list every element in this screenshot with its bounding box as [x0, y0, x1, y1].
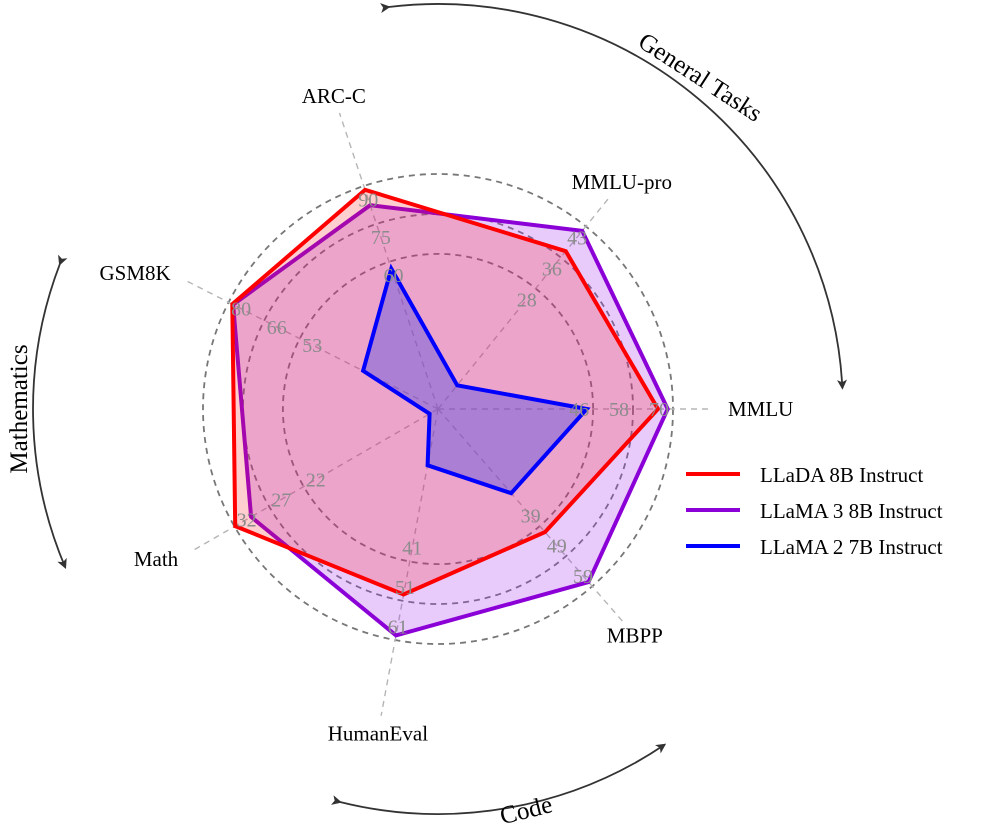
- tick-label: 28: [517, 289, 537, 311]
- mathematics-arc: [32, 254, 68, 570]
- axis-label-humaneval: HumanEval: [328, 722, 428, 746]
- legend-label: LLaMA 2 7B Instruct: [760, 535, 943, 559]
- group-label-code: Code: [497, 791, 555, 830]
- tick-label: 49: [547, 536, 567, 558]
- axis-label-gsm8k: GSM8K: [100, 261, 171, 285]
- axis-spoke-mbpp: [437, 408, 624, 623]
- tick-label: 41: [402, 538, 422, 560]
- tick-label: 61: [388, 616, 408, 638]
- tick-label: 59: [573, 566, 593, 588]
- tick-label: 66: [267, 317, 287, 339]
- tick-label: 27: [271, 490, 291, 512]
- axis-label-arc-c: ARC-C: [302, 84, 366, 108]
- tick-label: 75: [371, 227, 391, 249]
- tick-label: 53: [302, 335, 322, 357]
- tick-label: 80: [231, 299, 251, 321]
- tick-label: 32: [237, 510, 257, 532]
- axis-label-mmlu-pro: MMLU-pro: [572, 170, 672, 194]
- tick-label: 51: [395, 577, 415, 599]
- tick-label: 22: [306, 470, 326, 492]
- tick-label: 60: [384, 265, 404, 287]
- tick-label: 43: [567, 227, 587, 249]
- tick-label: 90: [358, 189, 378, 211]
- tick-label: 46: [569, 399, 589, 421]
- code-arc: [331, 743, 667, 815]
- general-tasks-arc: [380, 3, 847, 390]
- group-label-general-tasks: General Tasks: [633, 28, 766, 128]
- legend-label: LLaMA 3 8B Instruct: [760, 499, 943, 523]
- axis-label-mmlu: MMLU: [728, 397, 793, 421]
- axis-label-mbpp: MBPP: [607, 623, 663, 647]
- legend-label: LLaDA 8B Instruct: [760, 463, 923, 487]
- group-label-mathematics: Mathematics: [6, 344, 33, 473]
- series-layer: [230, 187, 670, 638]
- axis-label-math: Math: [134, 547, 179, 571]
- tick-label: 36: [542, 258, 562, 280]
- tick-label: 70: [649, 399, 669, 421]
- tick-label: 58: [609, 399, 629, 421]
- tick-label: 39: [521, 506, 541, 528]
- axis-spoke-humaneval: [380, 408, 439, 716]
